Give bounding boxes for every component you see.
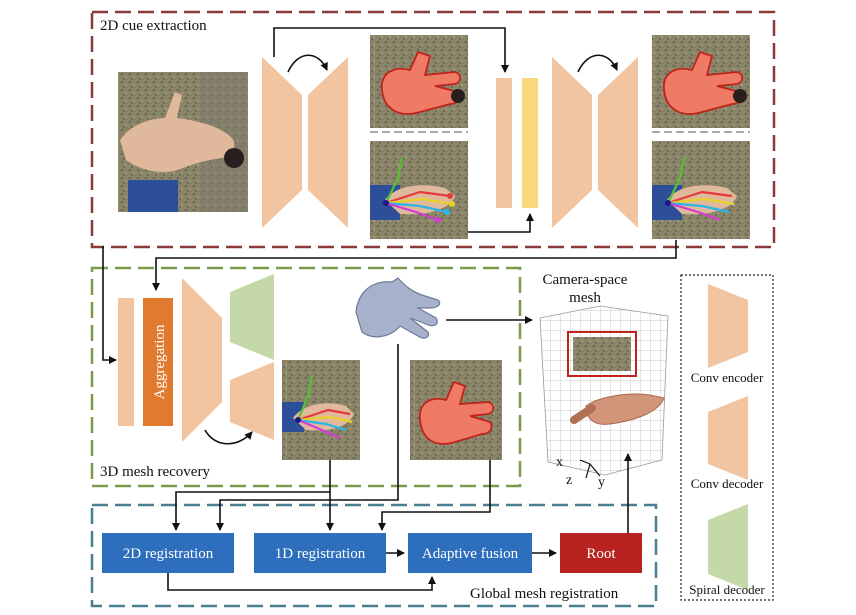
hand-mesh [355,277,441,339]
arrow-mesh-to-2d [216,344,399,531]
legend-decoder-label: Conv decoder [691,476,764,491]
arrow-to-aggregation [152,240,677,291]
skip-arrow-3 [204,429,253,445]
keypoint-image [282,360,360,460]
encoder-3 [182,278,222,442]
axis-z: z [566,473,572,488]
registration-1d-label: 1D registration [275,546,366,562]
feature-bar-1 [496,78,512,208]
legend-spiral-shape [708,504,748,590]
feature-bar-2 [522,78,538,208]
legend-spiral-label: Spiral decoder [689,582,765,597]
legend-encoder-label: Conv encoder [691,370,764,385]
arrow-kp-to-2d [172,460,331,531]
axes-indicator: x z y [556,455,605,490]
hand-photo [118,72,248,212]
mask-image [652,35,750,128]
root-block [560,533,642,573]
camera-mesh-grid [539,305,669,476]
camera-mesh-title-line1: Camera-space [543,272,628,288]
keypoint-image [652,141,750,239]
registration-2d-block [102,533,234,573]
skip-arrow-2 [577,54,618,73]
camera-mesh-title-line2: mesh [569,290,601,306]
decoder-2 [598,57,638,228]
cue-extraction-box [90,10,776,249]
arrow-2d-to-fusion [167,573,436,591]
arrow-to-bar-left [102,246,117,364]
registration-2d-label: 2D registration [123,546,214,562]
registration-1d-block [254,533,386,573]
arrow-mask-to-1d [378,460,491,531]
conv-decoder [230,362,274,440]
encoder-2 [552,57,592,228]
cue-extraction-title: 2D cue extraction [100,18,207,34]
aggregation-block [143,298,173,426]
keypoint-image [370,141,468,239]
global-registration-title: Global mesh registration [470,586,619,602]
mesh-recovery-title: 3D mesh recovery [100,464,210,480]
adaptive-fusion-block [408,533,532,573]
root-label: Root [586,546,616,562]
mesh-recovery-box [90,266,522,488]
skip-arrow-1 [287,54,328,73]
axis-x: x [556,455,563,470]
legend-decoder-shape [708,396,748,480]
adaptive-fusion-label: Adaptive fusion [422,546,519,562]
decoder-1 [308,57,348,228]
spiral-decoder [230,274,274,360]
global-registration-box [90,503,658,608]
arrow-cues-to-bar [468,213,534,233]
mask-image [410,360,502,460]
aggregation-label: Aggregation [152,324,168,399]
encoder-1 [262,57,302,228]
feature-bar-3 [118,298,134,426]
legend-box [680,274,774,601]
legend-encoder-shape [708,284,748,368]
axis-y: y [598,475,605,490]
arrow-to-bars [273,27,509,73]
mask-image [370,35,468,128]
